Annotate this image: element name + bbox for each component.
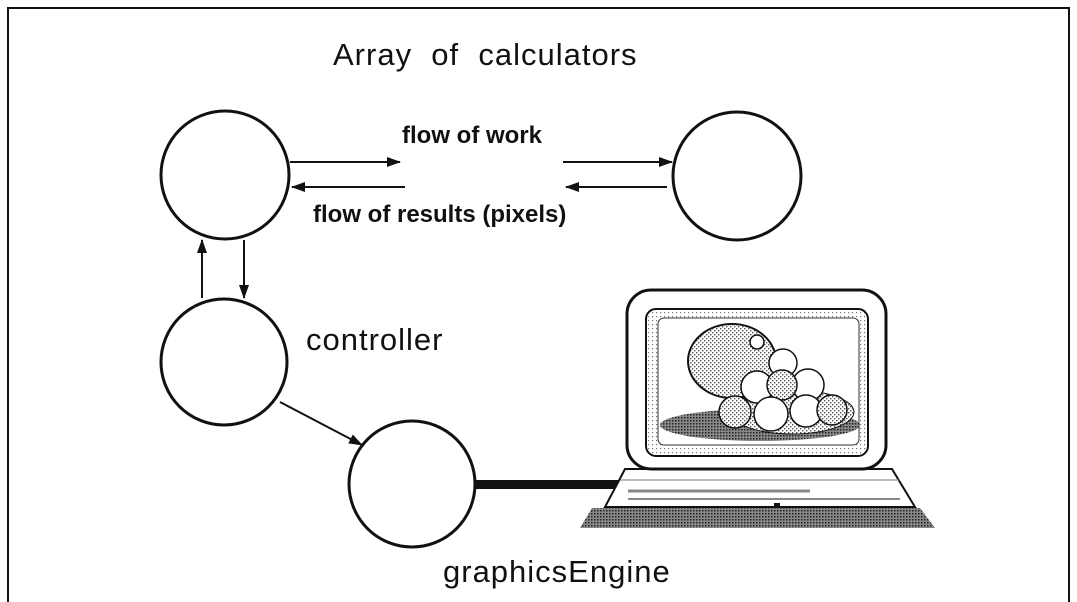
controller-to-engine-arrow	[279, 401, 363, 446]
calculator-node-left	[159, 109, 291, 241]
graphics-engine-label: graphicsEngine	[443, 554, 671, 589]
computer-monitor-icon	[580, 288, 935, 528]
calculator-node-right	[671, 110, 803, 242]
controller-label: controller	[306, 322, 444, 357]
flow-of-work-label: flow of work	[402, 122, 543, 149]
engine-display-link	[475, 480, 630, 489]
diagram-frame	[7, 7, 1070, 602]
graphics-engine-node	[347, 419, 477, 549]
flow-of-results-label: flow of results (pixels)	[313, 201, 566, 228]
diagram-title: Array of calculators	[333, 37, 638, 72]
controller-node	[159, 297, 289, 427]
